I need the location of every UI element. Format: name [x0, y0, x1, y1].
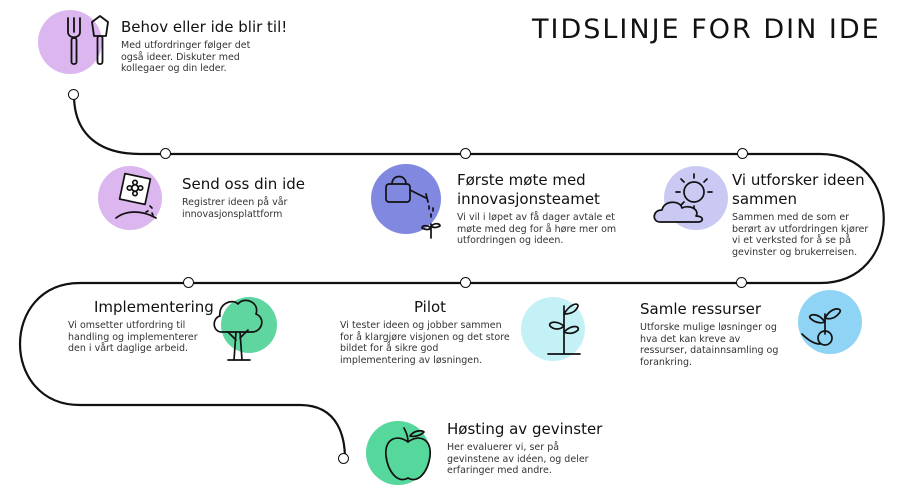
page-title: TIDSLINJE FOR DIN IDE	[532, 14, 881, 45]
stage-1: Behov eller ide blir til! Med utfordring…	[121, 18, 291, 75]
stage-7-blob	[221, 297, 277, 353]
stage-4: Vi utforsker ideen sammen Sammen med de …	[732, 171, 877, 258]
timeline-waypoint	[737, 148, 748, 159]
timeline-waypoint	[160, 148, 171, 159]
stage-3: Første møte med innovasjonsteamet Vi vil…	[457, 171, 627, 247]
stage-1-blob	[38, 10, 102, 74]
timeline-waypoint	[68, 89, 79, 100]
stage-title: Implementering	[94, 298, 214, 316]
stage-description: Her evaluerer vi, ser på gevinstene av i…	[447, 442, 589, 476]
stage-description: Vi omsetter utfordring til handling og i…	[68, 320, 198, 354]
stage-description: Utforske mulige løsninger og hva det kan…	[640, 322, 779, 368]
watering-can-icon	[385, 175, 441, 239]
stage-description: Vi vil i løpet av få dager avtale et møt…	[457, 212, 617, 246]
stage-title: Høsting av gevinster	[447, 420, 603, 438]
tree-icon	[213, 299, 263, 361]
sun-cloud-icon	[653, 173, 713, 223]
stage-8-blob	[366, 421, 430, 485]
apple-icon	[385, 427, 431, 481]
stage-8: Høsting av gevinster Her evaluerer vi, s…	[447, 420, 607, 477]
seedling-hand-icon	[801, 308, 842, 346]
timeline-waypoint	[736, 277, 747, 288]
stage-title: Vi utforsker ideen sammen	[732, 171, 865, 208]
stage-description: Registrer ideen på vår innovasjonsplattf…	[182, 197, 288, 220]
stage-title: Første møte med innovasjonsteamet	[457, 171, 600, 208]
timeline-waypoint	[460, 148, 471, 159]
stage-title: Pilot	[413, 298, 447, 316]
timeline-waypoint	[460, 277, 471, 288]
timeline-waypoint	[338, 453, 349, 464]
sprout-icon	[547, 303, 581, 355]
stage-title: Samle ressurser	[640, 300, 762, 318]
seed-packet-icon	[115, 172, 157, 219]
stage-description: Med utfordringer følger det også ideer. …	[121, 40, 251, 74]
garden-tools-icon	[67, 15, 109, 65]
stage-3-blob	[371, 164, 441, 234]
stage-6: Pilot Vi tester ideen og jobber sammen f…	[340, 298, 520, 366]
stage-description: Sammen med de som er berørt av utfordrin…	[732, 212, 869, 258]
stage-description: Vi tester ideen og jobber sammen for å k…	[340, 320, 510, 366]
stage-title: Send oss din ide	[182, 175, 306, 193]
stage-5: Samle ressurser Utforske mulige løsninge…	[640, 300, 790, 368]
stage-2: Send oss din ide Registrer ideen på vår …	[182, 175, 332, 220]
stage-7: Implementering Vi omsetter utfordring ti…	[40, 298, 214, 355]
stage-title: Behov eller ide blir til!	[121, 18, 288, 36]
timeline-waypoint	[183, 277, 194, 288]
